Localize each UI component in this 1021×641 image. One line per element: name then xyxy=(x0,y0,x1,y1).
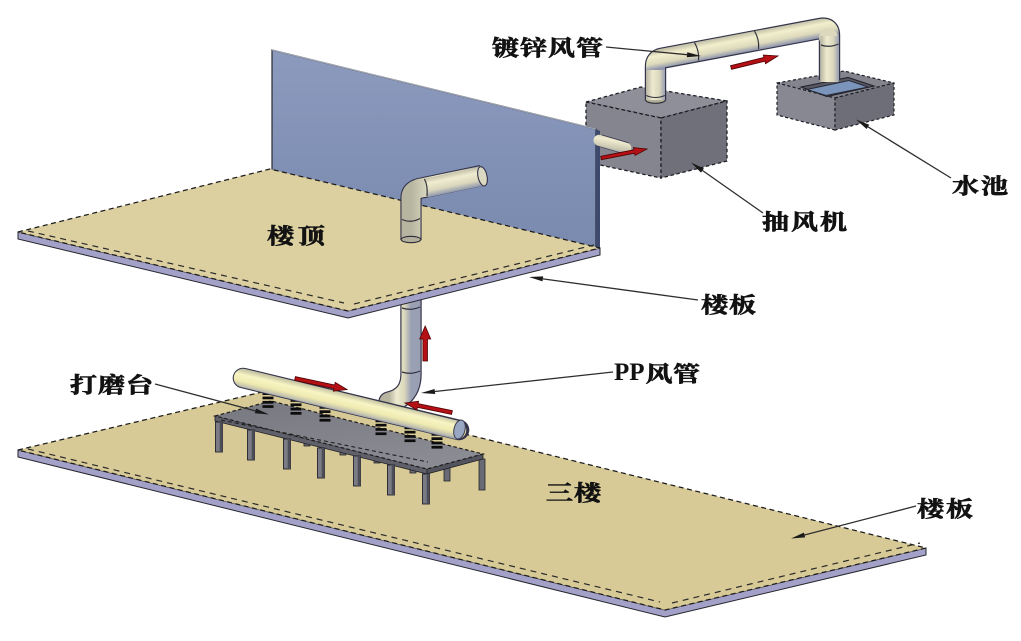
svg-text:PP: PP xyxy=(614,359,645,386)
